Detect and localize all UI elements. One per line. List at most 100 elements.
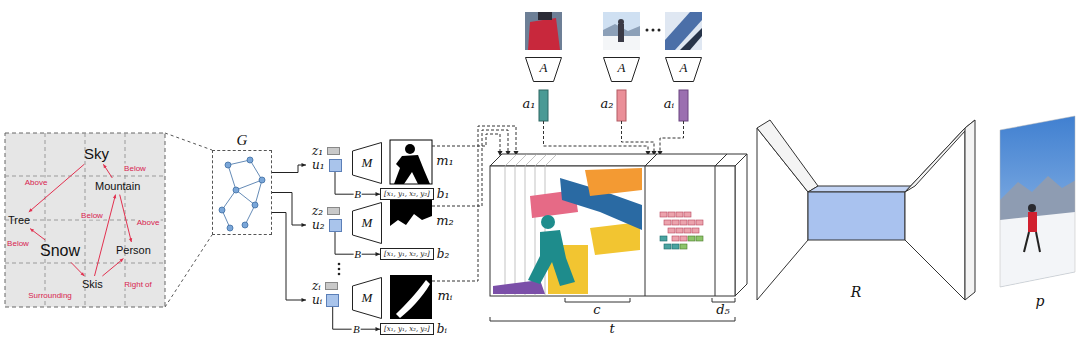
node-text: [x₁, y₁, x₂, y₂] [384,250,430,258]
layout-tensor [490,154,747,296]
graph-icon [225,162,231,168]
layout-tensor [680,236,687,241]
connector [30,229,45,240]
object-label: Snow [40,242,80,260]
object-crop-photo [528,18,560,50]
layout-tensor [696,220,703,225]
connector [272,163,306,173]
scene-graph-panel [5,176,165,177]
layout-tensor [692,228,699,233]
appearance-feed-lines [660,121,684,152]
arrowhead [103,164,106,168]
node-text: z₁ [312,144,323,158]
layout-tensor [590,222,640,255]
graph-icon [247,157,253,163]
node-text: Person [116,244,151,256]
output-label: p [1036,294,1045,309]
connector [120,195,133,242]
node-text: u₁ [312,158,325,172]
graph-icon [252,202,258,208]
layout-tensor [505,166,506,296]
embedding-vector-bar [326,294,339,307]
arrowhead [81,272,85,276]
object-crop-photo [618,24,624,42]
object-crop-photo [603,12,640,50]
graph-icon [255,180,262,205]
arrowhead [29,208,33,212]
output-photo-frame [1000,116,1075,287]
node-caption: b₂ [437,247,450,261]
mask-image [390,275,432,319]
graph-icon [236,180,262,190]
dimension-brackets [490,317,735,321]
layout-tensor [680,236,703,249]
object-crop-photo [603,12,640,50]
mask-regression-network: M [352,277,382,319]
connector [272,213,306,303]
layout-tensor [684,228,691,233]
node-text: Tree [8,214,30,226]
graph-icon [233,187,239,193]
node-text: z₂ [312,204,323,218]
refinement-network [808,186,915,192]
dimension-label: c [593,303,600,317]
refinement-network [808,192,905,240]
vertical-ellipsis [338,273,341,276]
object-label: Skis [82,278,103,291]
layout-tensor [688,236,695,241]
layout-tensor [645,154,657,166]
layout-tensor [668,212,675,217]
graph-icon [250,160,262,180]
vector-label: a₂ [601,97,614,111]
object-crop-photo [665,12,702,50]
trapezoid [666,58,702,82]
appearance-encoder: A [665,57,702,82]
node-caption: bᵢ [437,322,447,336]
zoom-lines [165,133,212,150]
zoom-lines [165,133,212,307]
dimension-brackets [565,298,630,302]
mask-image [405,144,415,154]
ellipsis [646,29,649,32]
graph-icon [259,177,265,183]
mask-image [390,140,432,184]
trapezoid [353,278,382,319]
object-crop-photo [618,19,624,25]
embedding-vector-bar [329,219,342,232]
node-text: zᵢ [312,279,321,293]
arrowhead [302,298,307,302]
layout-tensor [680,244,687,249]
graph-icon [219,157,265,231]
node-text: M [362,215,373,231]
dimension-brackets [490,298,735,321]
layout-tensor [715,166,716,296]
connector-line [71,262,84,276]
layout-tensor [535,154,547,166]
node-text: u₂ [312,218,325,232]
zoom-lines [165,235,212,307]
node-text: M [362,155,373,171]
embedding-vector-bar [329,159,342,172]
node-text: A [618,60,626,76]
edge-label: Above [136,218,161,227]
node-text: G [237,132,248,149]
layout-tensor [672,220,679,225]
layout-tensor [545,166,546,296]
appearance-feed-lines [544,121,649,152]
refinement-network [757,120,975,300]
layout-tensor [490,154,747,166]
output-photo [1036,232,1040,252]
connector-line [102,259,123,276]
object-label: Person [116,244,151,257]
mask-label: m₂ [436,214,454,228]
mask-regression-network: M [352,142,382,184]
connector-line [29,164,84,212]
layout-tensor [672,244,679,249]
layout-tensor [735,154,747,296]
bounding-box: [x₁, y₁, x₂, y₂]b₂ [380,248,434,260]
layout-tensor [660,212,667,217]
layout-tensor [672,236,679,241]
mask-regression-network: M [352,202,382,244]
layout-tensor [541,215,555,229]
